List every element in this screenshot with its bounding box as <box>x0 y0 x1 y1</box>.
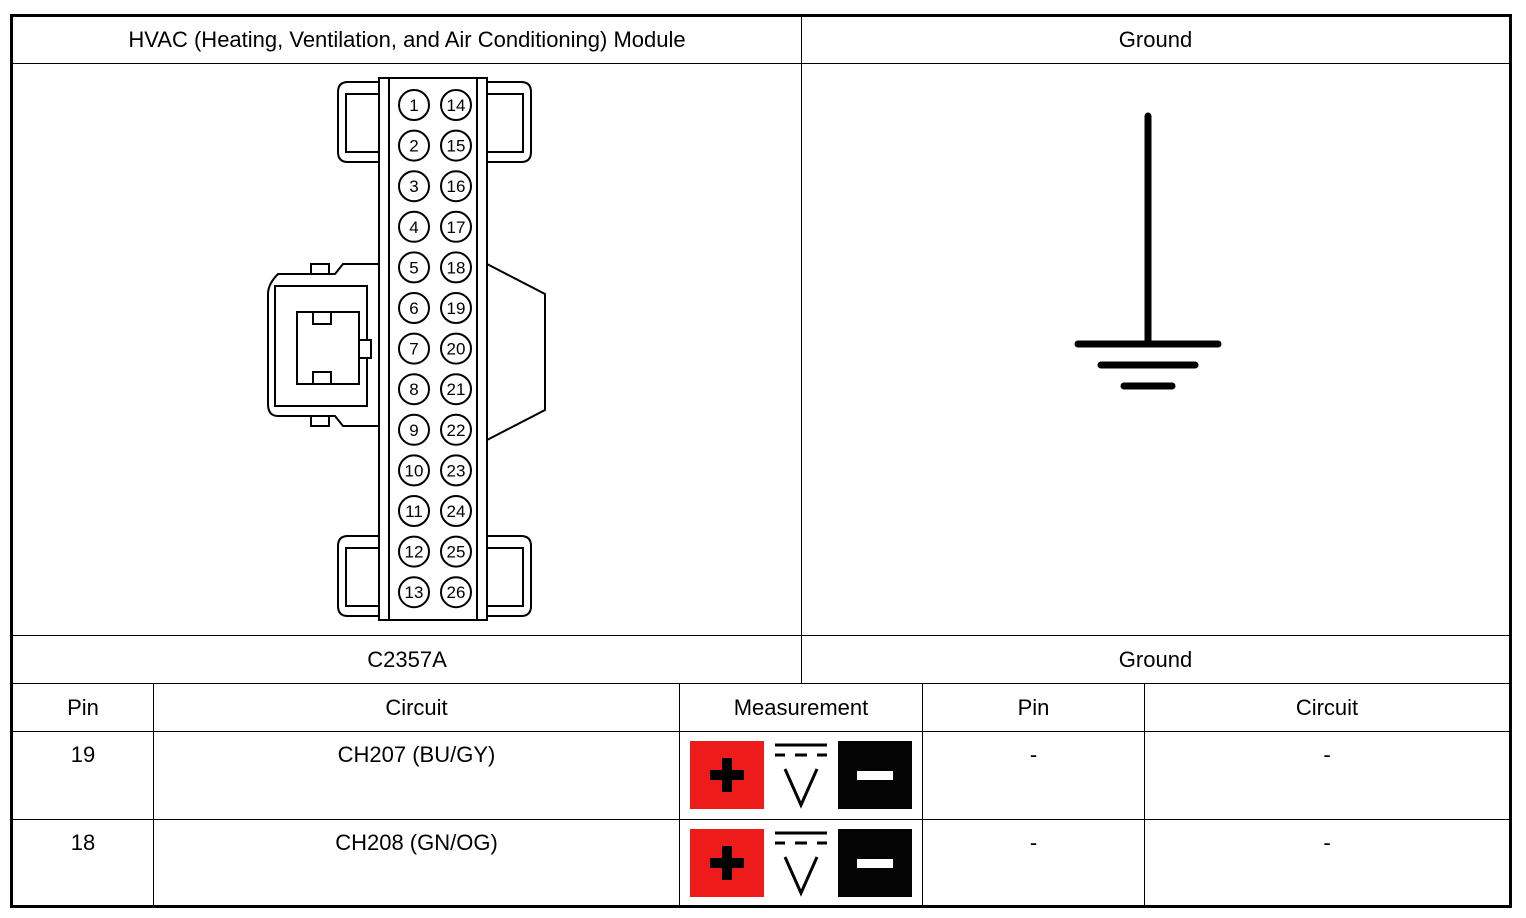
connector-pin: 1 <box>398 89 430 121</box>
connector-pin: 9 <box>398 413 430 446</box>
negative-lead-icon <box>838 829 912 897</box>
connector-pin: 13 <box>398 576 430 609</box>
voltage-positive-negative-icon <box>690 741 912 809</box>
positive-lead-icon <box>690 829 764 897</box>
pin-number: 6 <box>409 299 418 318</box>
divider <box>679 684 680 905</box>
dc-voltage-icon <box>775 743 827 809</box>
divider <box>922 684 923 905</box>
circuit-cell: CH208 (GN/OG) <box>335 830 498 855</box>
connector-pin: 23 <box>440 454 472 487</box>
pin-cell: 19 <box>70 742 96 767</box>
pin-number: 22 <box>447 421 466 440</box>
connector-pin: 20 <box>440 332 472 365</box>
connector-pin: 26 <box>440 576 472 609</box>
pin-number: 26 <box>447 583 466 602</box>
connector-pin: 14 <box>440 89 472 121</box>
divider <box>13 683 1509 684</box>
connector-pin: 2 <box>398 129 430 162</box>
connector-pin: 18 <box>440 251 472 284</box>
pin-number: 8 <box>409 380 418 399</box>
pin-number: 20 <box>447 340 466 359</box>
pin-number: 4 <box>409 218 418 237</box>
positive-lead-icon <box>690 741 764 809</box>
connector-pin: 15 <box>440 129 472 162</box>
connector-pin: 7 <box>398 332 430 365</box>
connector-pin: 10 <box>398 454 430 487</box>
ground-icon <box>1074 112 1222 390</box>
connector-pin: 12 <box>398 535 430 568</box>
divider <box>1144 684 1145 905</box>
divider <box>13 63 1509 64</box>
connector-pin: 3 <box>398 170 430 203</box>
pin-number: 19 <box>447 299 466 318</box>
connector-pin: 6 <box>398 292 430 324</box>
pin-number: 17 <box>447 218 466 237</box>
header-circuit: Circuit <box>385 694 448 720</box>
connector-pin: 19 <box>440 292 472 324</box>
pin-number: 2 <box>409 137 418 156</box>
connector-pin: 8 <box>398 373 430 406</box>
connector-pin: 21 <box>440 373 472 406</box>
header-pin: Pin <box>67 694 99 720</box>
pin-number: 1 <box>409 96 418 115</box>
connector-pin: 22 <box>440 413 472 446</box>
connector-pin: 4 <box>398 210 430 243</box>
pin-number: 7 <box>409 340 418 359</box>
pin-number: 11 <box>405 502 423 521</box>
connector-pin: 17 <box>440 210 472 243</box>
pin-number: 23 <box>447 461 466 480</box>
pin-number: 12 <box>405 543 424 562</box>
voltage-positive-negative-icon <box>690 829 912 897</box>
divider <box>13 731 1509 732</box>
ground-circuit-cell: - <box>1323 830 1331 855</box>
connector-pin: 16 <box>440 170 472 203</box>
pin-number: 10 <box>405 461 424 480</box>
ground-title: Ground <box>1118 27 1193 52</box>
pin-number: 18 <box>447 258 466 277</box>
connector-pin: 5 <box>398 251 430 284</box>
pin-number: 15 <box>447 137 466 156</box>
header-pin-ground: Pin <box>1017 694 1050 720</box>
divider <box>801 17 802 684</box>
divider <box>13 635 1509 636</box>
pin-number: 25 <box>447 543 466 562</box>
divider <box>13 819 1509 820</box>
pin-number: 21 <box>447 380 466 399</box>
pin-number: 9 <box>409 421 418 440</box>
negative-lead-icon <box>838 741 912 809</box>
module-title: HVAC (Heating, Ventilation, and Air Cond… <box>128 27 686 52</box>
ground-label: Ground <box>1118 646 1193 672</box>
circuit-cell: CH207 (BU/GY) <box>337 742 496 767</box>
pin-number: 16 <box>447 177 466 196</box>
dc-voltage-icon <box>775 831 827 897</box>
pin-number: 3 <box>409 177 418 196</box>
pin-number: 13 <box>405 583 424 602</box>
divider <box>153 684 154 905</box>
pin-cell: 18 <box>70 830 96 855</box>
header-measurement: Measurement <box>733 694 869 720</box>
pinout-table <box>10 14 1512 908</box>
ground-pin-cell: - <box>1029 742 1038 767</box>
connector-id: C2357A <box>367 646 447 672</box>
ground-pin-cell: - <box>1029 830 1038 855</box>
connector-pin: 25 <box>440 535 472 568</box>
connector-pin: 24 <box>440 495 472 527</box>
pin-number: 5 <box>409 258 418 277</box>
connector-pin: 11 <box>398 495 430 527</box>
ground-circuit-cell: - <box>1323 742 1331 767</box>
pin-number: 24 <box>447 502 466 521</box>
header-circuit-ground: Circuit <box>1295 694 1359 720</box>
pin-number: 14 <box>447 96 466 115</box>
